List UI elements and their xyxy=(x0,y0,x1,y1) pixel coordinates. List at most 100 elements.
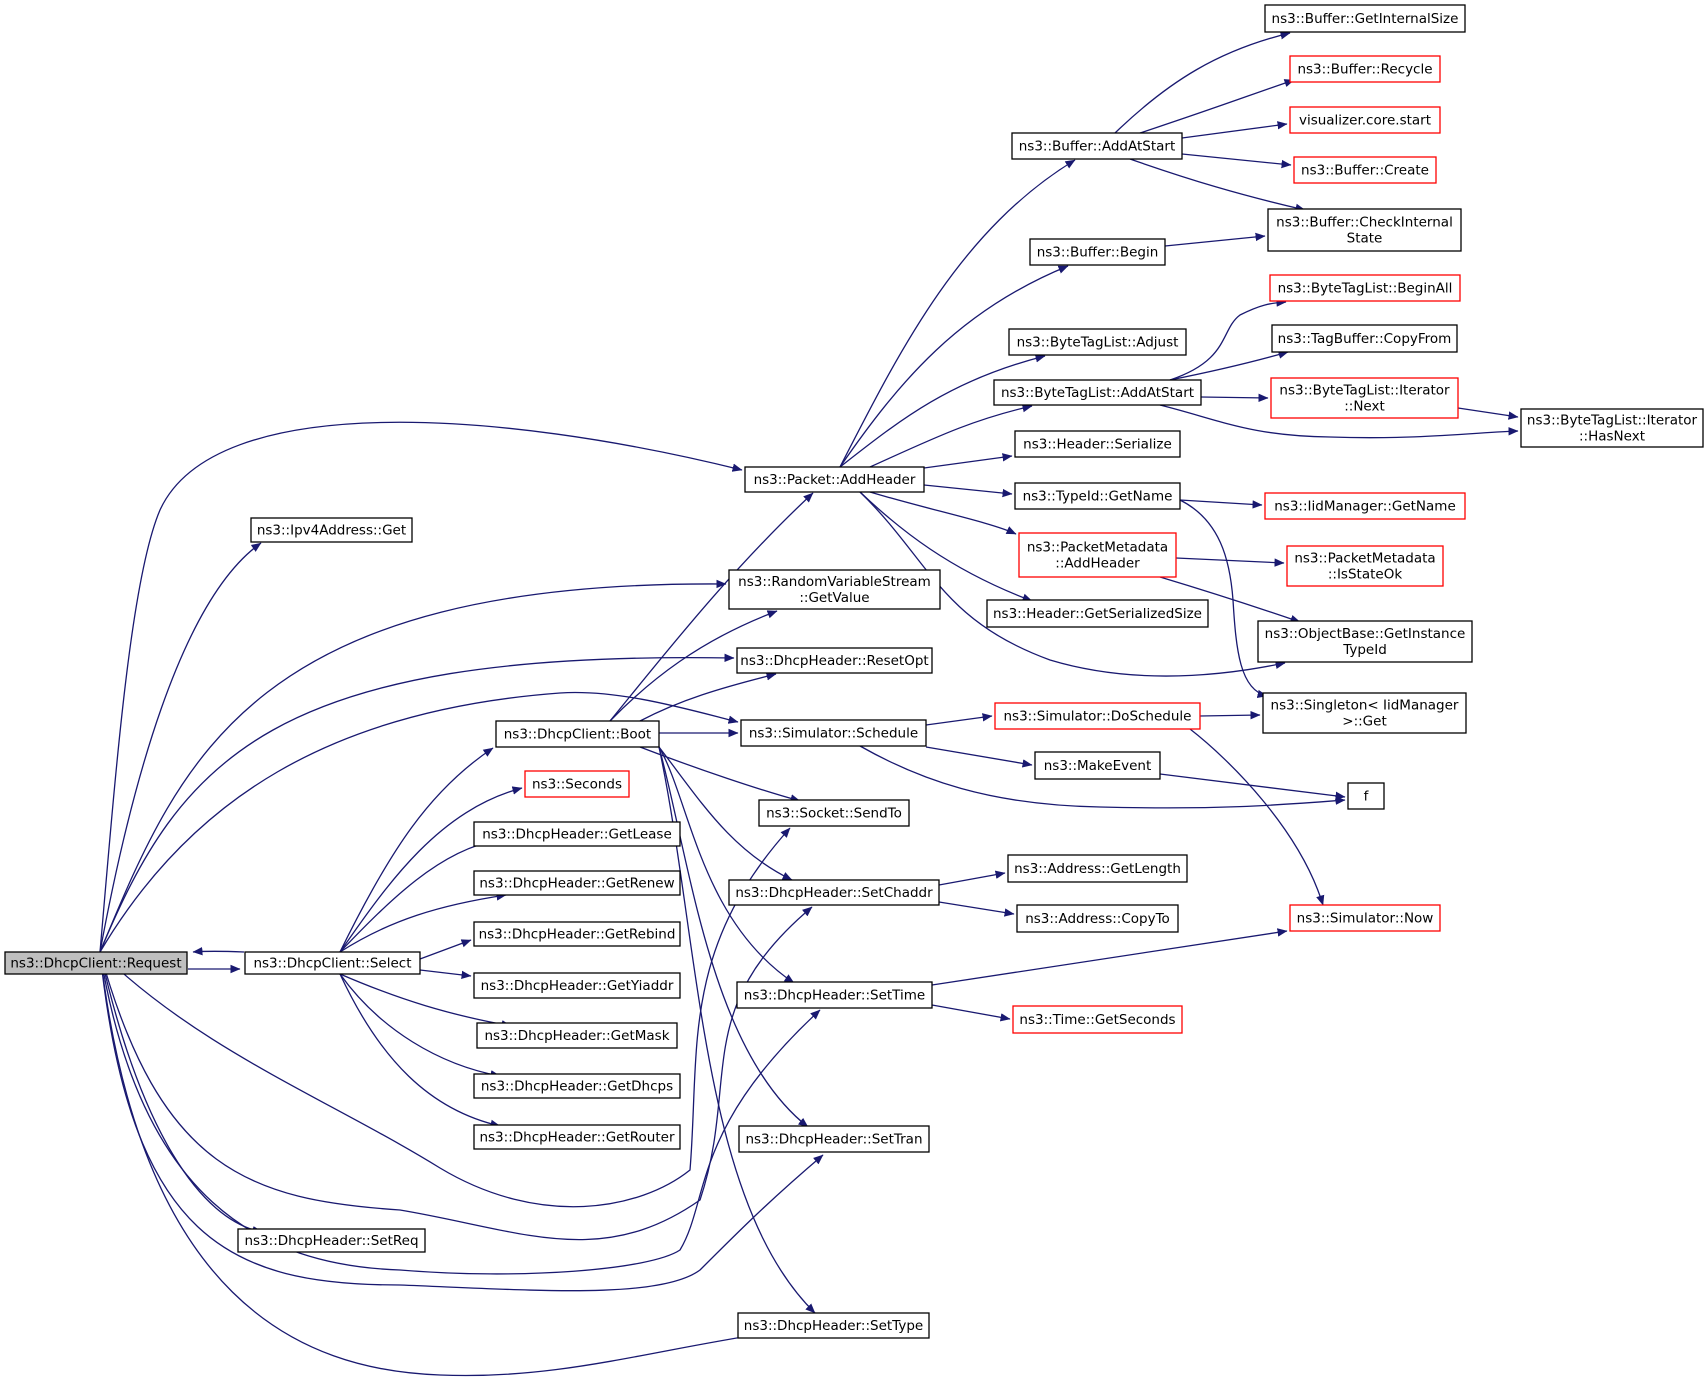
edge-typeidgetname-to-singletonget xyxy=(1179,499,1268,699)
node-box xyxy=(1520,408,1704,448)
node-pmisstateok[interactable]: ns3::PacketMetadata::IsStateOk xyxy=(1286,545,1444,587)
node-addrgetlen[interactable]: ns3::Address::GetLength xyxy=(1007,854,1188,883)
node-label: visualizer.core.start xyxy=(1299,113,1431,129)
node-box xyxy=(1029,238,1166,266)
node-vizstart[interactable]: visualizer.core.start xyxy=(1289,106,1441,134)
edge-line xyxy=(1181,153,1292,169)
edge-line xyxy=(99,951,781,1377)
node-settime[interactable]: ns3::DhcpHeader::SetTime xyxy=(736,981,933,1009)
node-rvsgetvalue[interactable]: ns3::RandomVariableStream::GetValue xyxy=(728,569,941,610)
edge-setchaddr-to-addrcopyto xyxy=(938,901,1015,917)
node-getrebind[interactable]: ns3::DhcpHeader::GetRebind xyxy=(473,921,681,947)
node-timegetsec[interactable]: ns3::Time::GetSeconds xyxy=(1012,1005,1183,1034)
node-bufbegin[interactable]: ns3::Buffer::Begin xyxy=(1029,238,1166,266)
node-box xyxy=(1257,620,1473,663)
edge-boot-to-resetopt xyxy=(639,672,777,722)
node-btladdatstart[interactable]: ns3::ByteTagList::AddAtStart xyxy=(993,379,1202,406)
node-addrcopyto[interactable]: ns3::Address::CopyTo xyxy=(1016,904,1179,933)
edge-line xyxy=(609,492,814,722)
node-getyiaddr[interactable]: ns3::DhcpHeader::GetYiaddr xyxy=(473,972,681,999)
node-getrouter[interactable]: ns3::DhcpHeader::GetRouter xyxy=(473,1124,681,1150)
node-label: ns3::DhcpHeader::GetMask xyxy=(484,1028,669,1044)
edge-line xyxy=(839,159,1076,468)
edge-line xyxy=(859,491,1033,602)
node-typeidgetname[interactable]: ns3::TypeId::GetName xyxy=(1014,482,1181,510)
node-settype[interactable]: ns3::DhcpHeader::SetType xyxy=(737,1312,930,1339)
edge-dosched-to-singletonget xyxy=(1199,710,1261,720)
node-label: ns3::ByteTagList::Iterator xyxy=(1527,413,1698,429)
node-bufgetintsize[interactable]: ns3::Buffer::GetInternalSize xyxy=(1264,4,1466,33)
node-addheader[interactable]: ns3::Packet::AddHeader xyxy=(744,466,925,493)
edge-addheader-to-btladdatstart xyxy=(869,403,1033,468)
node-settran[interactable]: ns3::DhcpHeader::SetTran xyxy=(738,1125,930,1153)
node-bufcreate[interactable]: ns3::Buffer::Create xyxy=(1293,156,1437,184)
node-btlithasnext[interactable]: ns3::ByteTagList::Iterator::HasNext xyxy=(1520,408,1704,448)
node-label: ns3::RandomVariableStream xyxy=(738,574,931,590)
edge-line xyxy=(1159,576,1301,623)
edge-line xyxy=(925,746,1033,768)
node-label: ns3::DhcpHeader::SetTran xyxy=(745,1132,922,1148)
node-label: ns3::DhcpHeader::ResetOpt xyxy=(740,653,928,669)
node-box xyxy=(736,647,933,674)
node-dosched[interactable]: ns3::Simulator::DoSchedule xyxy=(994,702,1201,730)
node-label: ::GetValue xyxy=(799,590,869,606)
node-box xyxy=(1034,751,1161,780)
edge-select-to-request xyxy=(192,947,245,956)
edge-boot-to-settime xyxy=(658,746,795,984)
node-getmask[interactable]: ns3::DhcpHeader::GetMask xyxy=(476,1022,678,1049)
node-bufrecycle[interactable]: ns3::Buffer::Recycle xyxy=(1289,55,1441,83)
node-box xyxy=(473,1124,681,1150)
edge-select-to-getrebind xyxy=(419,939,472,960)
node-btlitnext[interactable]: ns3::ByteTagList::Iterator::Next xyxy=(1270,377,1459,419)
edge-btladdatstart-to-tbcopyfrom xyxy=(1169,350,1289,381)
node-btlbeginall[interactable]: ns3::ByteTagList::BeginAll xyxy=(1269,274,1461,302)
node-label: ::AddHeader xyxy=(1055,556,1140,572)
node-getlease[interactable]: ns3::DhcpHeader::GetLease xyxy=(473,821,681,847)
edge-addheader-to-objgettypeid xyxy=(859,491,1286,677)
node-label: ns3::ObjectBase::GetInstance xyxy=(1265,626,1466,642)
node-label: ns3::Address::GetLength xyxy=(1014,861,1181,877)
node-box xyxy=(1289,904,1441,932)
node-label: ns3::Simulator::DoSchedule xyxy=(1004,709,1192,725)
edge-addheader-to-hdrgetsersize xyxy=(859,491,1033,602)
node-box xyxy=(1007,854,1188,883)
node-singletonget[interactable]: ns3::Singleton< IidManager>::Get xyxy=(1262,692,1467,734)
node-bufaddatstart[interactable]: ns3::Buffer::AddAtStart xyxy=(1011,132,1183,160)
node-label: ns3::Header::Serialize xyxy=(1023,437,1172,453)
edge-boot-to-setchaddr xyxy=(658,746,793,881)
node-select[interactable]: ns3::DhcpClient::Select xyxy=(244,951,421,975)
node-hdrserialize[interactable]: ns3::Header::Serialize xyxy=(1014,430,1181,458)
node-box xyxy=(736,981,933,1009)
node-hdrgetsersize[interactable]: ns3::Header::GetSerializedSize xyxy=(986,599,1209,628)
node-boot[interactable]: ns3::DhcpClient::Boot xyxy=(495,720,660,748)
node-getrenew[interactable]: ns3::DhcpHeader::GetRenew xyxy=(473,870,681,896)
node-pmaddheader[interactable]: ns3::PacketMetadata::AddHeader xyxy=(1018,532,1177,578)
node-seconds[interactable]: ns3::Seconds xyxy=(524,770,630,798)
node-label: ns3::ByteTagList::Iterator xyxy=(1279,383,1450,399)
node-f[interactable]: f xyxy=(1347,782,1385,810)
node-sendto[interactable]: ns3::Socket::SendTo xyxy=(758,799,910,827)
node-label: ns3::Buffer::CheckInternal xyxy=(1276,215,1453,231)
edge-line xyxy=(658,746,795,984)
node-setreq[interactable]: ns3::DhcpHeader::SetReq xyxy=(237,1228,426,1253)
node-iidgetname[interactable]: ns3::IidManager::GetName xyxy=(1264,492,1466,520)
node-ipv4get[interactable]: ns3::Ipv4Address::Get xyxy=(250,517,413,543)
node-getdhcps[interactable]: ns3::DhcpHeader::GetDhcps xyxy=(473,1073,681,1099)
edge-line xyxy=(931,1004,1011,1022)
edge-line xyxy=(658,746,809,1128)
edge-makeevent-to-f xyxy=(1159,773,1346,800)
edge-line xyxy=(1169,298,1287,381)
node-simnow[interactable]: ns3::Simulator::Now xyxy=(1289,904,1441,932)
edge-line xyxy=(99,579,727,953)
node-btladjust[interactable]: ns3::ByteTagList::Adjust xyxy=(1008,328,1187,356)
edge-line xyxy=(339,892,507,953)
node-box xyxy=(1018,532,1177,578)
node-box xyxy=(737,1312,930,1339)
node-schedule[interactable]: ns3::Simulator::Schedule xyxy=(740,719,927,747)
node-makeevent[interactable]: ns3::MakeEvent xyxy=(1034,751,1161,780)
node-tbcopyfrom[interactable]: ns3::TagBuffer::CopyFrom xyxy=(1271,324,1458,353)
node-setchaddr[interactable]: ns3::DhcpHeader::SetChaddr xyxy=(728,879,940,906)
node-resetopt[interactable]: ns3::DhcpHeader::ResetOpt xyxy=(736,647,933,674)
